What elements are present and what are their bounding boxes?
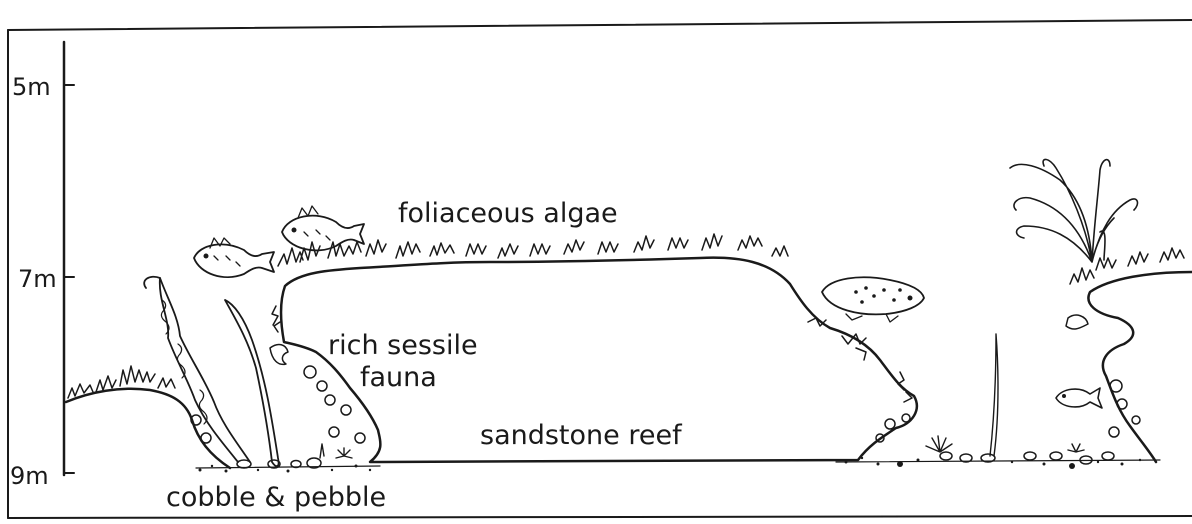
label-sandstone-reef: sandstone reef [480,420,683,451]
depth-axis: 5m 7m 9m [10,42,74,490]
depth-label-5m: 5m [12,73,51,101]
label-fauna: fauna [360,362,437,393]
fish-left-small [194,238,274,277]
label-cobble-pebble: cobble & pebble [166,482,386,513]
right-reef [1010,159,1192,462]
label-foliaceous-algae: foliaceous algae [398,198,618,229]
fish-top [282,206,364,250]
depth-label-7m: 7m [18,265,57,293]
left-low-reef [66,366,230,468]
label-rich-sessile: rich sessile [328,330,478,361]
fish-right-large [822,277,924,322]
fish-right-small [1056,388,1102,408]
depth-label-9m: 9m [10,462,49,490]
